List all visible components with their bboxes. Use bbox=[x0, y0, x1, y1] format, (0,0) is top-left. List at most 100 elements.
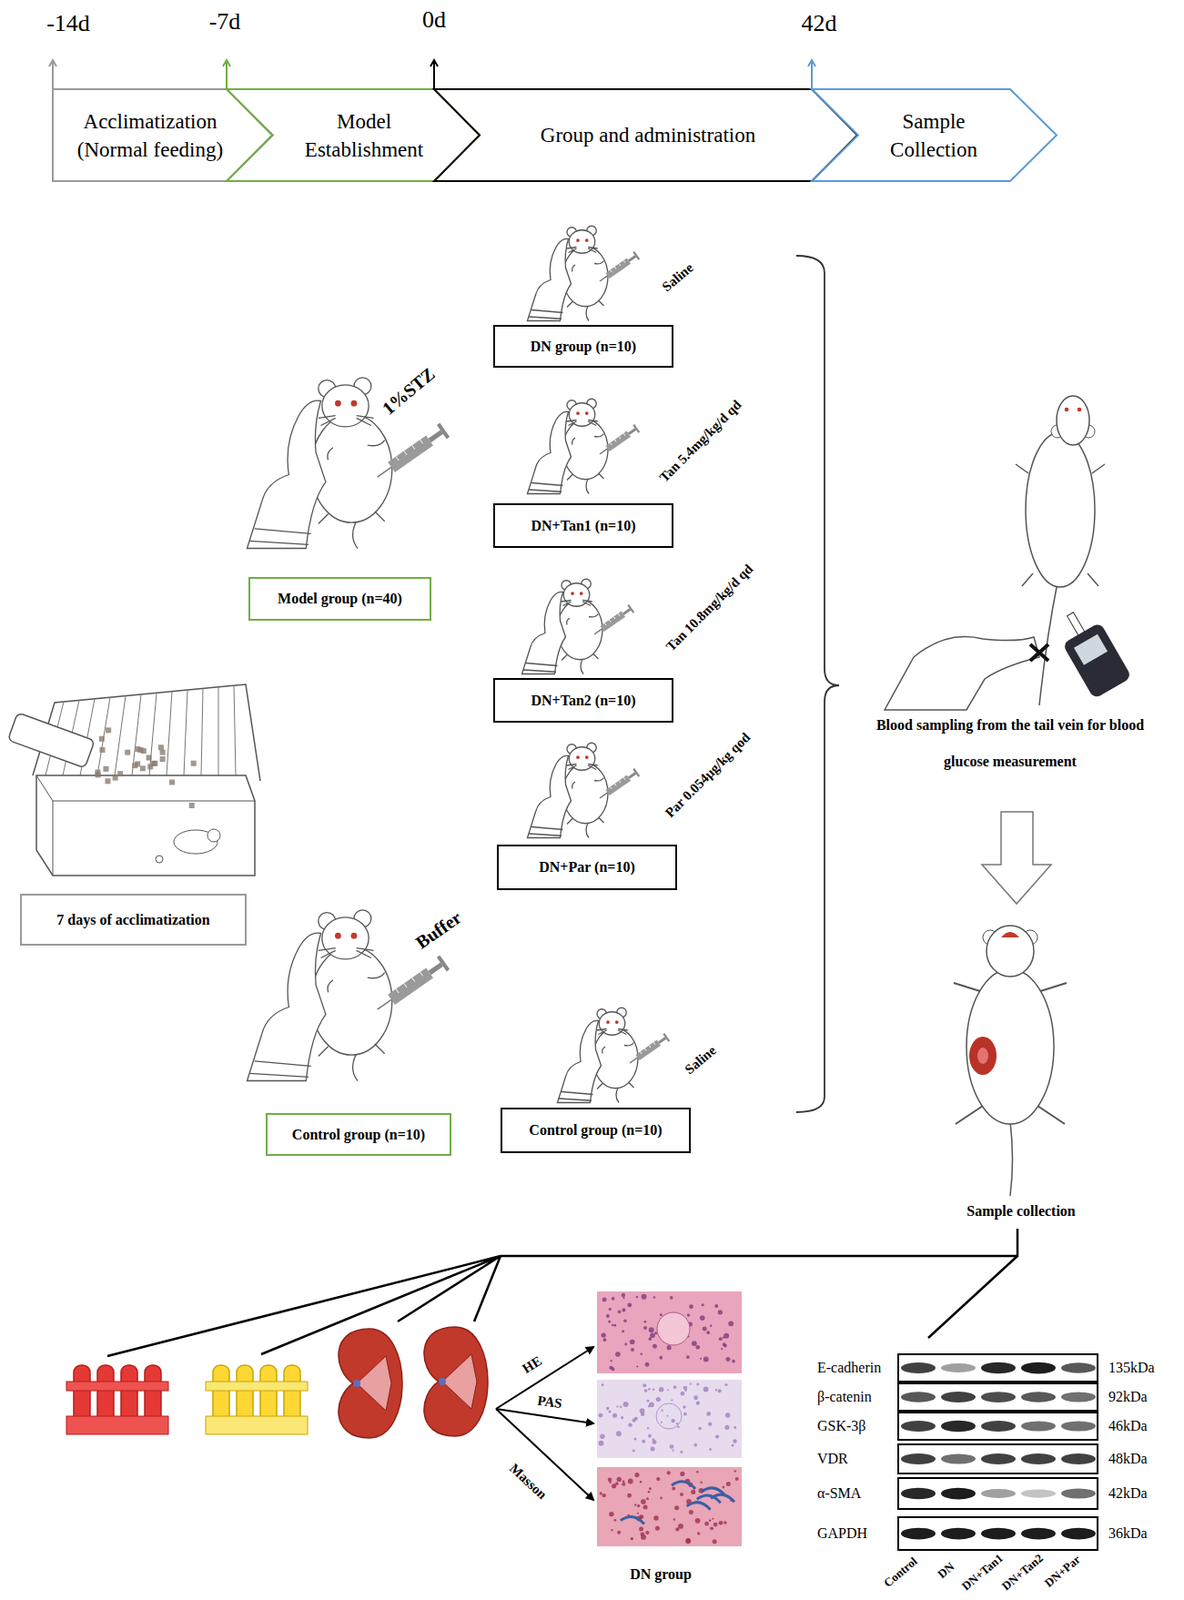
annotation: DN bbox=[935, 1559, 958, 1582]
cell-nucleus bbox=[696, 1400, 700, 1405]
cell-nucleus bbox=[686, 1538, 691, 1543]
cell-nucleus bbox=[656, 1396, 661, 1402]
blot-band bbox=[1061, 1488, 1096, 1499]
cell-nucleus bbox=[617, 1309, 622, 1314]
annotation: Tan 10.8mg/kg/d qd bbox=[663, 561, 757, 655]
syringe-scale bbox=[639, 1042, 655, 1054]
cell-nucleus bbox=[601, 1383, 605, 1387]
cell-nucleus bbox=[708, 1519, 711, 1522]
rat-legs bbox=[597, 1042, 635, 1090]
cell-nucleus bbox=[611, 1324, 614, 1326]
cell-nucleus bbox=[627, 1478, 634, 1485]
blot-band bbox=[1021, 1362, 1056, 1375]
rat-body bbox=[1025, 432, 1095, 587]
blot-band bbox=[900, 1420, 936, 1432]
stage-label: Model Establishment bbox=[289, 106, 440, 163]
syringe bbox=[627, 1032, 670, 1067]
histology-ground bbox=[597, 1467, 742, 1547]
cell-nucleus bbox=[718, 1520, 724, 1526]
rat-eye bbox=[585, 411, 589, 415]
cell-nucleus bbox=[613, 1324, 617, 1327]
tail-puncture-mark bbox=[1030, 644, 1049, 661]
cell-nucleus bbox=[634, 1416, 638, 1421]
cell-nucleus bbox=[611, 1296, 616, 1301]
timeline-chevron: Sample Collection bbox=[811, 88, 1059, 183]
cell-nucleus bbox=[645, 1530, 649, 1535]
blot-label: 42kDa bbox=[1108, 1485, 1148, 1502]
cell-nucleus bbox=[697, 1531, 700, 1535]
rat-body bbox=[966, 969, 1054, 1124]
cell-nucleus bbox=[633, 1436, 637, 1440]
cell-nucleus bbox=[659, 1313, 663, 1316]
rat-illustration bbox=[527, 742, 641, 838]
blot-band bbox=[981, 1420, 1016, 1432]
cell-nucleus bbox=[680, 1391, 686, 1397]
cell-nucleus bbox=[669, 1295, 674, 1300]
blot-label: GAPDH bbox=[817, 1525, 868, 1542]
blot-frame bbox=[898, 1477, 1098, 1509]
blot-band bbox=[1021, 1391, 1056, 1403]
collagen-fiber bbox=[687, 1502, 711, 1510]
rat-illustration bbox=[527, 225, 641, 321]
food-pellet bbox=[131, 762, 138, 769]
cell-nucleus bbox=[693, 1443, 698, 1448]
food-pellet bbox=[102, 766, 109, 772]
rat-whiskers bbox=[566, 764, 598, 770]
rat-eye bbox=[576, 755, 580, 759]
rat-legs bbox=[566, 778, 605, 825]
annotation: DN+Par bbox=[1042, 1552, 1083, 1590]
chevron-outline bbox=[226, 88, 482, 183]
rat-head bbox=[986, 925, 1034, 977]
cell-nucleus bbox=[725, 1356, 730, 1362]
cell-nucleus bbox=[706, 1411, 711, 1417]
cell-nucleus bbox=[722, 1486, 726, 1489]
annotation: Control bbox=[881, 1554, 921, 1590]
blot-label: 135kDa bbox=[1108, 1359, 1155, 1377]
rat-illustration bbox=[247, 377, 451, 549]
cell-nucleus bbox=[689, 1383, 692, 1386]
rack-base bbox=[66, 1416, 169, 1435]
rat-body bbox=[311, 946, 393, 1055]
cell-nucleus bbox=[693, 1395, 699, 1400]
annotation: Par 0.054μg/kg qod bbox=[662, 729, 754, 821]
group-box: DN group (n=10) bbox=[493, 324, 674, 368]
cell-nucleus bbox=[638, 1526, 644, 1531]
cell-nucleus bbox=[619, 1405, 622, 1407]
rat-eye bbox=[576, 411, 580, 415]
blot-band bbox=[941, 1487, 976, 1500]
blot-frame bbox=[898, 1354, 1098, 1382]
cell-nucleus bbox=[602, 1296, 608, 1302]
rat-illustration bbox=[522, 578, 636, 674]
cell-nucleus bbox=[671, 1487, 676, 1491]
cell-nucleus bbox=[715, 1434, 719, 1438]
cell-nucleus bbox=[708, 1422, 712, 1427]
cell-nucleus bbox=[647, 1387, 651, 1391]
cell-nucleus bbox=[679, 1492, 684, 1497]
cell-nucleus bbox=[606, 1314, 610, 1318]
blot-band bbox=[941, 1528, 976, 1540]
chevron-outline bbox=[811, 88, 1059, 183]
cell-nucleus bbox=[718, 1309, 723, 1315]
cell-nucleus bbox=[627, 1303, 632, 1308]
annotation: Buffer bbox=[412, 907, 466, 954]
annotation: Saline bbox=[658, 260, 697, 295]
box-label: DN+Tan1 (n=10) bbox=[531, 517, 637, 535]
glove-cuff bbox=[558, 1092, 594, 1102]
cell-nucleus bbox=[679, 1450, 683, 1454]
cell-nucleus bbox=[701, 1303, 705, 1306]
cell-nucleus bbox=[643, 1320, 647, 1324]
cell-nucleus bbox=[608, 1409, 612, 1413]
blot-band bbox=[1061, 1421, 1096, 1432]
blot-band bbox=[981, 1391, 1016, 1403]
syringe-barrel bbox=[605, 431, 631, 452]
cell-nucleus bbox=[623, 1318, 628, 1323]
cell-nucleus bbox=[667, 1388, 669, 1391]
cell-nucleus bbox=[690, 1489, 696, 1495]
cell-nucleus bbox=[724, 1383, 728, 1387]
blot-band bbox=[941, 1391, 976, 1403]
cell-nucleus bbox=[617, 1530, 621, 1535]
cage-wire bbox=[218, 687, 220, 776]
histology-ground bbox=[597, 1291, 742, 1374]
cell-nucleus bbox=[623, 1401, 629, 1407]
